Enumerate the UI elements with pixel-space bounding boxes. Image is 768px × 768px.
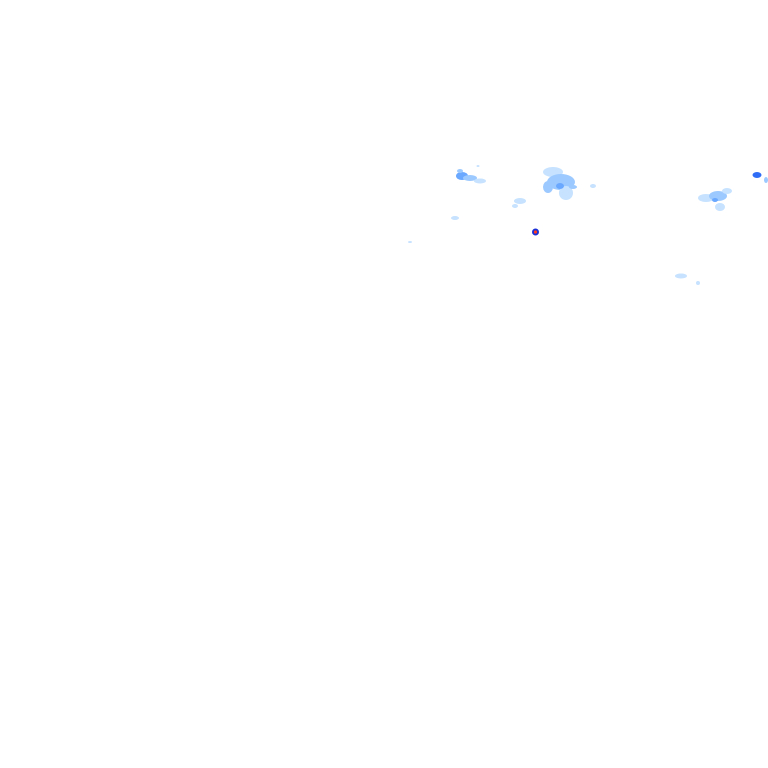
rain-echo-cell-d	[451, 216, 459, 220]
rain-echo-cell-i	[675, 273, 700, 285]
rain-echo-cell-a	[456, 165, 486, 184]
rain-echo-cell-g	[698, 188, 732, 211]
rain-echo-cell-e	[408, 241, 412, 243]
rain-echo-cell-f	[532, 228, 539, 236]
rain-echo-cell-h	[752, 172, 768, 183]
rain-echo-cell-c	[512, 198, 526, 208]
rain-echo-cell-b	[543, 167, 596, 200]
